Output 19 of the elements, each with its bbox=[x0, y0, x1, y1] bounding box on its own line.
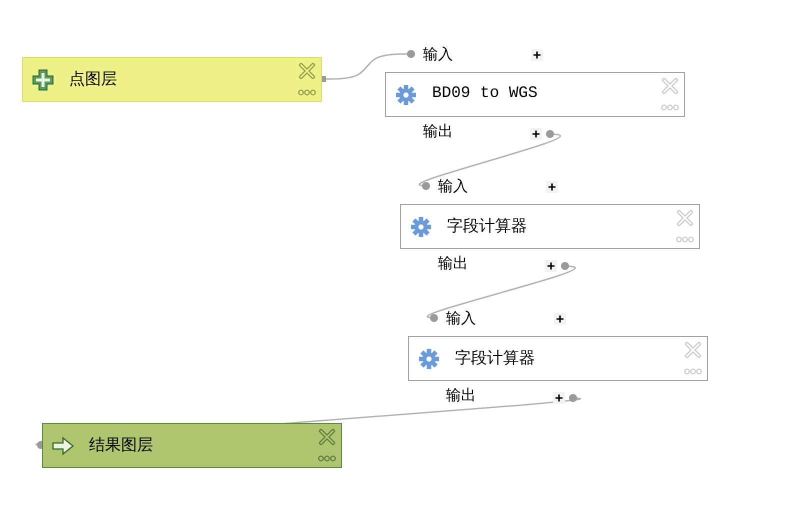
port-label: 输入 bbox=[423, 45, 453, 64]
node-label: BD09 to WGS bbox=[432, 84, 538, 102]
connector-line bbox=[427, 262, 576, 322]
node-label: 点图层 bbox=[69, 69, 117, 90]
port-label: 输入 bbox=[446, 309, 476, 328]
connector-line bbox=[320, 50, 416, 82]
connector-line bbox=[418, 130, 561, 190]
algorithm-box bbox=[385, 72, 685, 117]
output-layer-box bbox=[42, 423, 342, 468]
node-label: 结果图层 bbox=[89, 435, 153, 456]
node-label: 字段计算器 bbox=[455, 348, 535, 369]
port-label: 输入 bbox=[438, 177, 468, 196]
port-label: 输出 bbox=[423, 122, 453, 141]
node-label: 字段计算器 bbox=[447, 216, 527, 237]
input-layer-box bbox=[22, 57, 322, 102]
algorithm-box bbox=[408, 336, 708, 381]
algorithm-box bbox=[400, 204, 700, 249]
port-label: 输出 bbox=[446, 386, 476, 405]
port-label: 输出 bbox=[438, 254, 468, 273]
